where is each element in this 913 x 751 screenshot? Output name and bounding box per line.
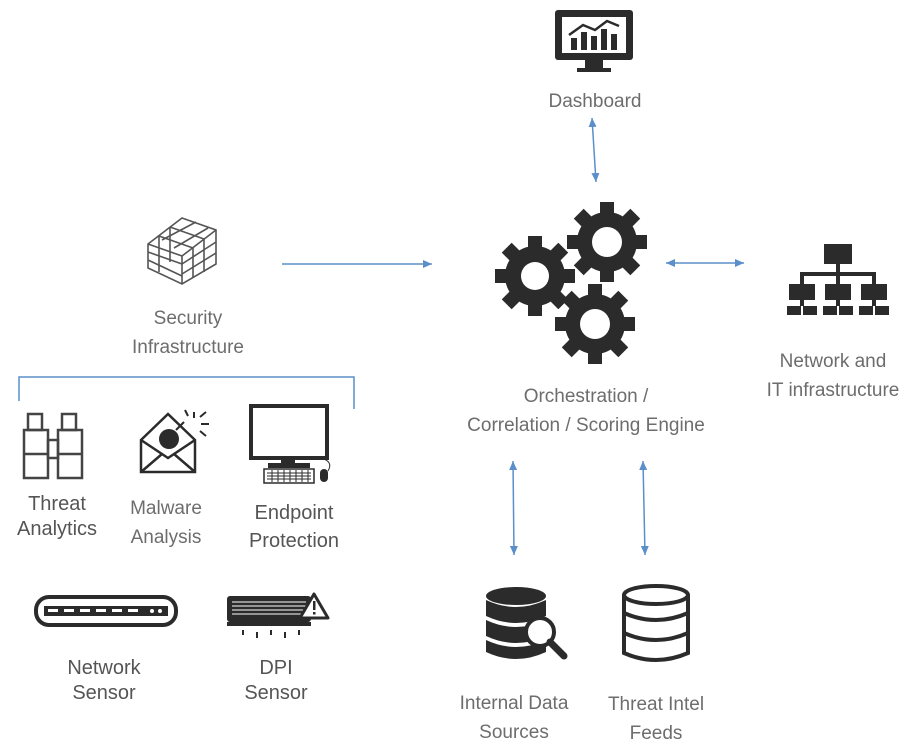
desktop-computer-icon bbox=[249, 404, 331, 484]
database-search-icon bbox=[486, 587, 568, 660]
dpi-sensor-alert-icon bbox=[227, 592, 330, 638]
endpoint-protection-label: Endpoint Protection bbox=[248, 502, 340, 552]
database-icon bbox=[622, 584, 690, 662]
network-sensor-label: Network Sensor bbox=[67, 657, 141, 704]
threat-analytics-label: Threat Analytics bbox=[16, 493, 98, 540]
threat-intel-label: Threat Intel Feeds bbox=[607, 694, 705, 744]
security-bracket bbox=[18, 376, 355, 409]
internal-data-label: Internal Data Sources bbox=[459, 693, 569, 743]
binoculars-icon bbox=[22, 412, 84, 480]
security-infrastructure-cube-icon bbox=[147, 217, 217, 285]
network-hierarchy-icon bbox=[787, 244, 889, 315]
dashboard-label: Dashboard bbox=[548, 91, 642, 112]
gears-icon bbox=[495, 202, 647, 364]
arrow-engine-threat-intel bbox=[639, 460, 649, 556]
engine-label: Orchestration / Correlation / Scoring En… bbox=[467, 386, 705, 436]
arrow-dashboard-engine bbox=[588, 117, 600, 183]
dpi-sensor-label: DPI Sensor bbox=[244, 657, 308, 704]
malware-analysis-label: Malware Analysis bbox=[130, 498, 202, 548]
security-infrastructure-label: Security Infrastructure bbox=[132, 308, 244, 358]
arrow-engine-internal-data bbox=[509, 460, 518, 556]
network-sensor-device-icon bbox=[34, 595, 178, 627]
dashboard-monitor-icon bbox=[555, 10, 633, 72]
network-it-label: Network and IT infrastructure bbox=[766, 351, 900, 401]
malware-envelope-icon bbox=[139, 409, 209, 474]
